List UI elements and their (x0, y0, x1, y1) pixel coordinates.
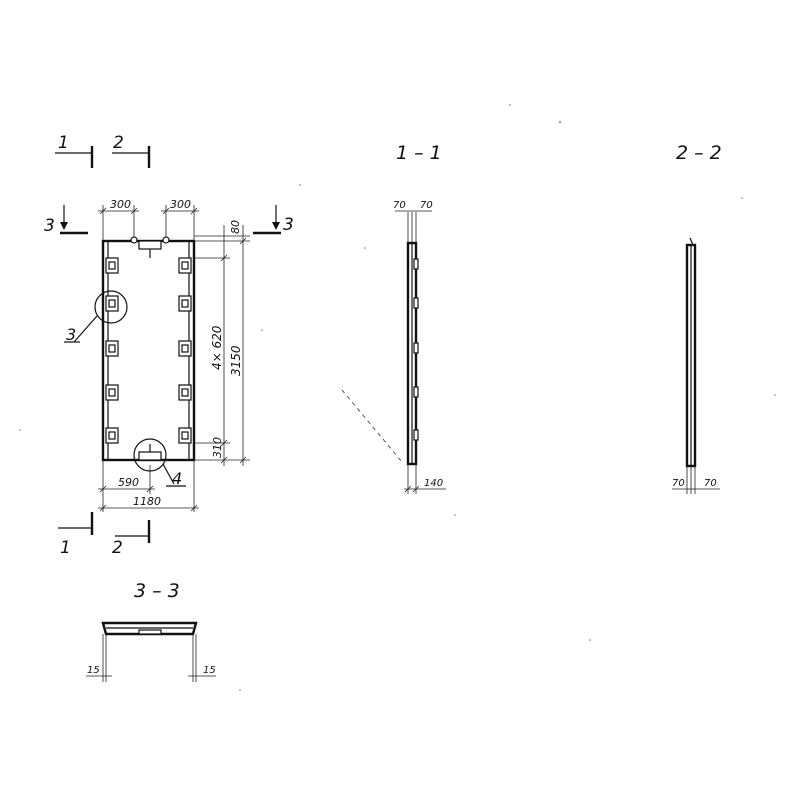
dim-bottom-offset-label: 310 (211, 437, 224, 458)
dim-spacing-label: 4× 620 (210, 325, 224, 370)
dim-top-left-label: 300 (110, 198, 131, 211)
cut-mark-3-left: 3 (44, 205, 88, 236)
top-lifting-loop (130, 236, 170, 258)
section-1-1-title: 1 – 1 (396, 142, 442, 164)
section-1-1-dim-left: 70 (393, 200, 406, 211)
cut-mark-1-bottom: 1 (58, 512, 94, 558)
section-2-2-title: 2 – 2 (676, 142, 722, 164)
cut-mark-2-top: 2 (112, 133, 151, 168)
cut-mark-3-right: 3 (253, 205, 294, 235)
cut-label-1-top: 1 (58, 133, 69, 153)
section-3-3-dim-right: 15 (203, 665, 216, 676)
cut-label-1-bottom: 1 (60, 538, 71, 558)
dim-right: 80 4× 620 3150 310 (194, 220, 250, 466)
cut-label-3-left: 3 (44, 216, 55, 236)
dim-top-right-label: 300 (170, 198, 191, 211)
dim-height-label: 3150 (229, 345, 243, 376)
dim-top: 300 300 (98, 198, 199, 241)
cut-mark-1-top: 1 (55, 133, 94, 168)
dim-half-width-label: 590 (118, 476, 139, 489)
cut-label-2-bottom: 2 (112, 538, 123, 558)
embedded-plates-left (105, 257, 119, 444)
cut-label-2-top: 2 (113, 133, 124, 153)
callout-4-label: 4 (172, 469, 182, 488)
callout-3-label: 3 (66, 325, 76, 344)
cut-label-3-right: 3 (283, 215, 294, 235)
dim-top-offset-label: 80 (229, 220, 242, 234)
section-2-2: 2 – 2 70 70 (672, 142, 722, 494)
callout-4: 4 (133, 438, 186, 488)
section-1-1-dim-bottom: 140 (424, 478, 443, 489)
section-1-1-dim-right: 70 (420, 200, 433, 211)
plan-view: 1 2 3 3 1 2 (44, 133, 294, 558)
dim-width-label: 1180 (133, 495, 161, 508)
section-1-1: 1 – 1 70 70 140 (341, 142, 446, 494)
dim-bottom: 590 1180 (98, 460, 199, 512)
bottom-lifting-loop (138, 444, 162, 461)
embedded-plates-right (178, 257, 192, 444)
section-2-2-dim-left: 70 (672, 478, 685, 489)
section-3-3: 3 – 3 15 15 (86, 580, 216, 682)
cut-mark-2-bottom: 2 (112, 520, 151, 558)
section-3-3-title: 3 – 3 (134, 580, 180, 602)
callout-3: 3 (64, 290, 128, 344)
section-2-2-dim-right: 70 (704, 478, 717, 489)
section-3-3-dim-left: 15 (87, 665, 100, 676)
scan-noise (19, 104, 776, 691)
